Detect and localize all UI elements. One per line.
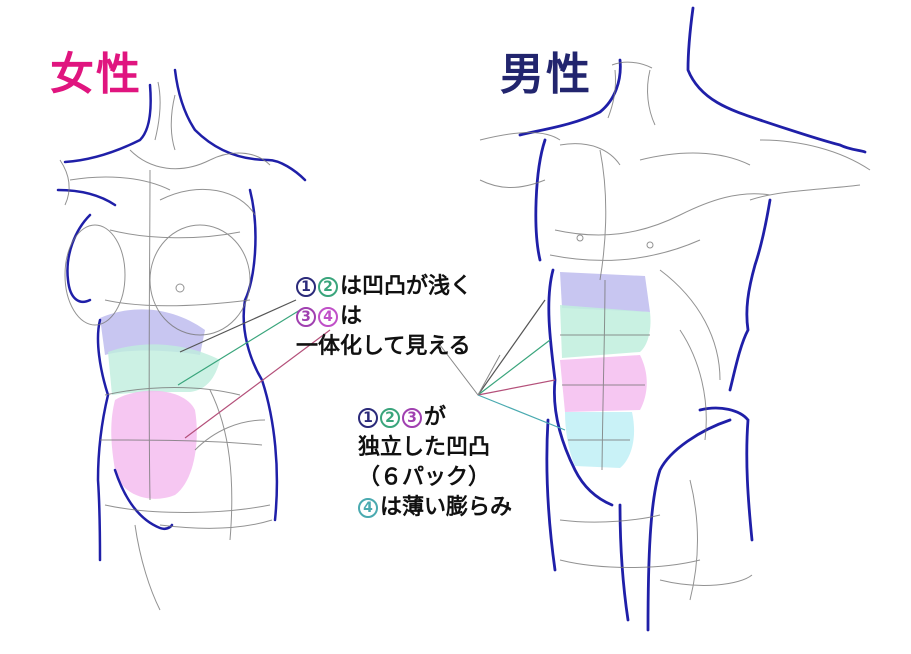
male-annotation-text-4: は薄い膨らみ [380,495,513,520]
female-torso-figure [56,68,307,611]
marker-2-icon: 2 [380,408,400,428]
male-annotation-line-3: （６パック） [358,465,491,490]
female-region-2 [108,344,220,395]
female-title: 女性 [50,49,142,100]
female-annotation-line-3: 一体化して見える [296,334,471,359]
male-annotation-text-1: が [424,405,447,430]
female-annotation-text-1: は凹凸が浅く [340,274,473,299]
female-region-3-4 [111,390,197,499]
callout-leader-lines [177,299,566,439]
female-annotation-text-2: は [340,304,363,329]
marker-1-icon: 1 [358,408,378,428]
marker-4-icon: 4 [318,307,338,327]
marker-2-icon: 2 [318,277,338,297]
marker-3-icon: 3 [296,307,316,327]
male-title: 男性 [500,49,592,100]
marker-4-icon: 4 [358,498,378,518]
marker-1-icon: 1 [296,277,316,297]
male-region-2 [560,305,651,358]
male-annotation-line-2: 独立した凹凸 [358,435,491,460]
marker-3-icon: 3 [402,408,422,428]
female-region-1 [100,309,205,355]
male-torso-figure [479,6,871,632]
